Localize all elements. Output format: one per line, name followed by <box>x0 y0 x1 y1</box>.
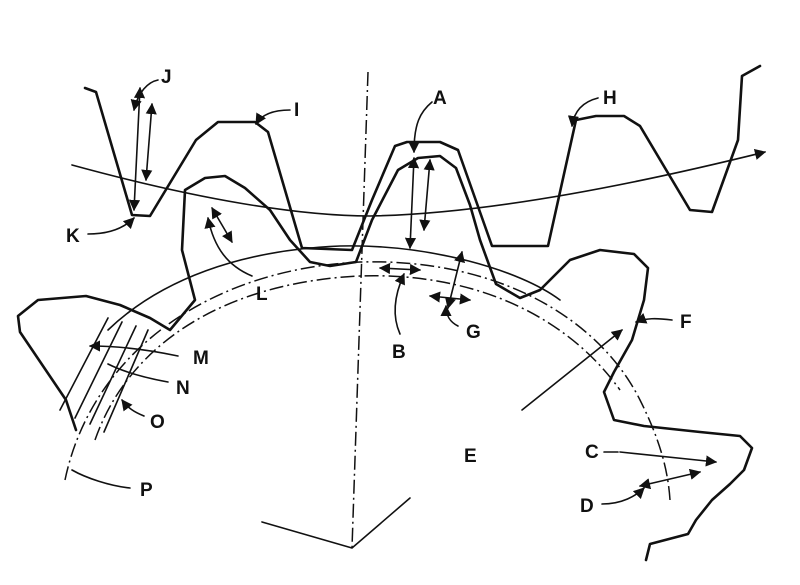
center-marker <box>261 497 411 549</box>
label-G: G <box>466 322 481 343</box>
gear-tooth-outline <box>16 154 754 562</box>
leader-O <box>121 399 145 417</box>
gear-outer-arc <box>107 245 561 331</box>
tooth-depth-line-1 <box>59 317 109 411</box>
leader-H <box>567 97 599 128</box>
dim-arrow-E <box>521 329 623 411</box>
base-circle <box>94 275 621 441</box>
center-axis <box>351 71 369 549</box>
label-C: C <box>585 442 599 463</box>
leader-M <box>88 340 179 357</box>
label-P: P <box>140 480 153 501</box>
leader-A <box>408 101 433 154</box>
leader-P <box>71 469 131 489</box>
label-O: O <box>150 412 165 433</box>
leader-K <box>87 217 135 235</box>
dim-arrow-G2 <box>445 250 465 310</box>
label-B: B <box>392 342 406 363</box>
label-M: M <box>193 348 209 369</box>
dim-arrow-C <box>619 451 718 467</box>
leader-N <box>107 363 169 383</box>
leader-L <box>204 216 253 277</box>
dim-arrow-A <box>404 156 420 250</box>
leader-F <box>634 313 673 324</box>
leader-B <box>394 272 405 335</box>
tooth-depth-line-4 <box>103 329 149 433</box>
dim-arrow-B <box>378 262 422 276</box>
label-L: L <box>256 284 268 305</box>
leader-G <box>440 304 459 327</box>
leader-D <box>601 487 645 505</box>
dim-arrow-D <box>638 468 702 490</box>
pitch-circle <box>64 261 671 501</box>
label-J: J <box>161 67 172 88</box>
label-N: N <box>176 378 190 399</box>
tooth-depth-line-2 <box>74 321 123 419</box>
leader-I <box>255 109 291 125</box>
rack-outline <box>83 64 762 252</box>
dim-arrow-J2 <box>141 102 157 182</box>
dim-arrow-A2 <box>419 158 435 232</box>
label-I: I <box>294 100 299 121</box>
tooth-depth-line-3 <box>89 325 137 425</box>
rack-pitch-line <box>71 148 767 217</box>
label-F: F <box>680 312 692 333</box>
label-K: K <box>66 226 80 247</box>
label-A: A <box>433 88 447 109</box>
label-D: D <box>580 496 594 517</box>
label-H: H <box>603 88 617 109</box>
dim-arrow-L <box>211 207 233 243</box>
leader-J <box>130 79 159 112</box>
label-E: E <box>464 446 477 467</box>
